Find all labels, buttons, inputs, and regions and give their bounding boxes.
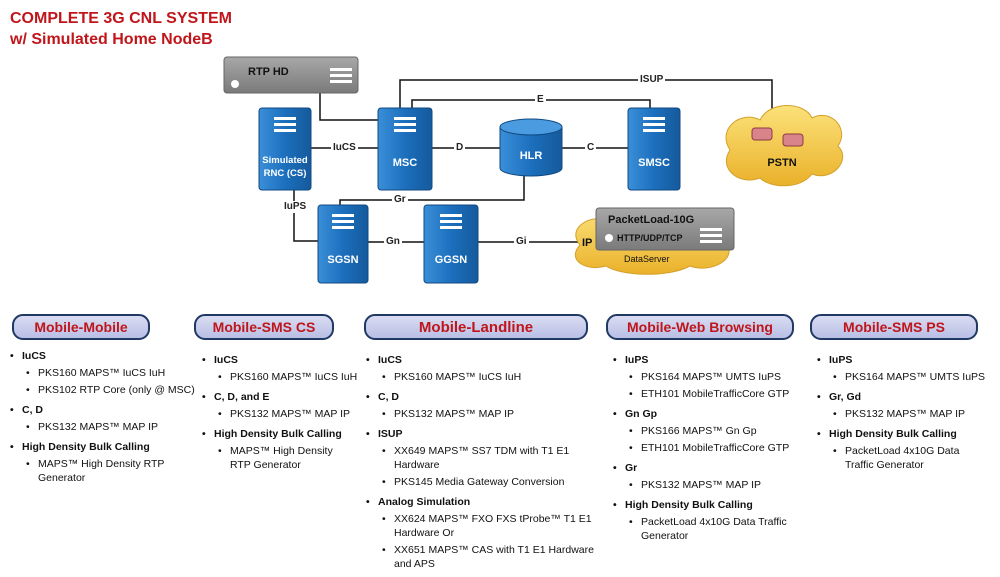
list-item: PKS132 MAPS™ MAP IP	[218, 407, 362, 421]
packetload-server	[595, 207, 735, 251]
rtp-msc-link	[319, 93, 378, 121]
hlr-label: HLR	[520, 150, 543, 162]
list-item: PKS132 MAPS™ MAP IP	[629, 478, 813, 492]
iucs-tag: IuCS	[331, 142, 358, 154]
rnc-node	[258, 107, 312, 191]
list-item: ETH101 MobileTrafficCore GTP	[629, 441, 813, 455]
ggsn-label: GGSN	[435, 254, 467, 266]
page-title: COMPLETE 3G CNL SYSTEM w/ Simulated Home…	[10, 8, 232, 50]
link-lines	[293, 79, 773, 243]
list-item: PacketLoad 4x10G Data Traffic Generator	[833, 444, 975, 472]
gn-tag: Gn	[384, 236, 402, 248]
hlr-database	[499, 118, 563, 177]
list-item: PKS164 MAPS™ UMTS IuPS	[833, 370, 997, 384]
rtp-hd-server	[223, 56, 359, 94]
group-heading: High Density Bulk Calling	[202, 427, 362, 441]
list-item: ETH101 MobileTrafficCore GTP	[629, 387, 813, 401]
smsc-node	[627, 107, 681, 191]
list-item: PKS132 MAPS™ MAP IP	[833, 407, 997, 421]
list-item: PKS160 MAPS™ IuCS IuH	[382, 370, 602, 384]
phone-icon	[751, 127, 804, 147]
group-heading: IuCS	[366, 353, 602, 367]
ggsn-node	[423, 204, 479, 284]
list-item: XX624 MAPS™ FXO FXS tProbe™ T1 E1 Hardwa…	[382, 512, 599, 540]
list-item: MAPS™ High Density RTP Generator	[26, 457, 183, 485]
group-heading: C, D	[366, 390, 602, 404]
column-mobile-landline: IuCS PKS160 MAPS™ IuCS IuH C, D PKS132 M…	[366, 353, 602, 577]
rnc-label-1: Simulated	[262, 155, 308, 166]
group-heading: Gr, Gd	[817, 390, 997, 404]
group-heading: High Density Bulk Calling	[613, 498, 813, 512]
group-heading: Gr	[613, 461, 813, 475]
gr-link	[339, 175, 525, 205]
iups-link	[293, 190, 318, 242]
gr-tag: Gr	[392, 194, 408, 206]
pl-title: PacketLoad-10G	[608, 214, 694, 226]
d-tag: D	[454, 142, 466, 154]
group-heading: C, D, and E	[202, 390, 362, 404]
group-heading: IuPS	[817, 353, 997, 367]
column-mobile-mobile: IuCS PKS160 MAPS™ IuCS IuH PKS102 RTP Co…	[10, 349, 200, 491]
list-item: PKS164 MAPS™ UMTS IuPS	[629, 370, 813, 384]
ip-label: IP	[582, 237, 592, 249]
pstn-cloud	[725, 105, 844, 187]
list-item: PacketLoad 4x10G Data Traffic Generator	[629, 515, 806, 543]
list-item: PKS145 Media Gateway Conversion	[382, 475, 602, 489]
msc-label: MSC	[393, 157, 418, 169]
pl-dataserver: DataServer	[624, 254, 670, 264]
c-tag: C	[585, 142, 597, 154]
group-heading: ISUP	[366, 427, 602, 441]
iups-tag: IuPS	[282, 201, 309, 213]
group-heading: Analog Simulation	[366, 495, 602, 509]
title-line-1: COMPLETE 3G CNL SYSTEM	[10, 10, 232, 27]
rnc-label-2: RNC (CS)	[264, 168, 307, 179]
column-title-mobile-mobile: Mobile-Mobile	[12, 314, 150, 340]
group-heading: High Density Bulk Calling	[10, 440, 200, 454]
network-diagram: RTP HD Simulated RNC (CS) MSC HLR SMSC S…	[223, 56, 844, 284]
column-title-mobile-web-browsing: Mobile-Web Browsing	[606, 314, 794, 340]
group-heading: High Density Bulk Calling	[817, 427, 997, 441]
smsc-label: SMSC	[638, 157, 670, 169]
group-heading: Gn Gp	[613, 407, 813, 421]
e-link	[411, 99, 651, 108]
column-mobile-sms-ps: IuPS PKS164 MAPS™ UMTS IuPS Gr, Gd PKS13…	[817, 353, 997, 478]
gi-tag: Gi	[514, 236, 529, 248]
list-item: XX649 MAPS™ SS7 TDM with T1 E1 Hardware	[382, 444, 589, 472]
list-item: PKS160 MAPS™ IuCS IuH	[218, 370, 362, 384]
column-title-mobile-landline: Mobile-Landline	[364, 314, 588, 340]
column-mobile-sms-cs: IuCS PKS160 MAPS™ IuCS IuH C, D, and E P…	[202, 353, 362, 478]
group-heading: IuCS	[202, 353, 362, 367]
column-mobile-web-browsing: IuPS PKS164 MAPS™ UMTS IuPS ETH101 Mobil…	[613, 353, 813, 549]
list-item: MAPS™ High Density RTP Generator	[218, 444, 340, 472]
group-heading: IuPS	[613, 353, 813, 367]
group-heading: C, D	[10, 403, 200, 417]
e-tag: E	[535, 94, 546, 106]
title-line-2: w/ Simulated Home NodeB	[10, 31, 213, 48]
pl-proto: HTTP/UDP/TCP	[617, 233, 683, 243]
group-heading: IuCS	[10, 349, 200, 363]
rtp-label: RTP HD	[248, 66, 289, 78]
list-item: PKS102 RTP Core (only @ MSC)	[26, 383, 200, 397]
list-item: PKS132 MAPS™ MAP IP	[382, 407, 602, 421]
msc-node	[377, 107, 433, 191]
list-item: PKS166 MAPS™ Gn Gp	[629, 424, 813, 438]
column-title-mobile-sms-ps: Mobile-SMS PS	[810, 314, 978, 340]
sgsn-label: SGSN	[327, 254, 358, 266]
list-item: PKS160 MAPS™ IuCS IuH	[26, 366, 200, 380]
isup-link	[399, 79, 773, 120]
list-item: XX651 MAPS™ CAS with T1 E1 Hardware and …	[382, 543, 604, 571]
list-item: PKS132 MAPS™ MAP IP	[26, 420, 200, 434]
isup-tag: ISUP	[638, 74, 666, 86]
column-title-mobile-sms-cs: Mobile-SMS CS	[194, 314, 334, 340]
sgsn-node	[317, 204, 369, 284]
pstn-label: PSTN	[767, 157, 796, 169]
